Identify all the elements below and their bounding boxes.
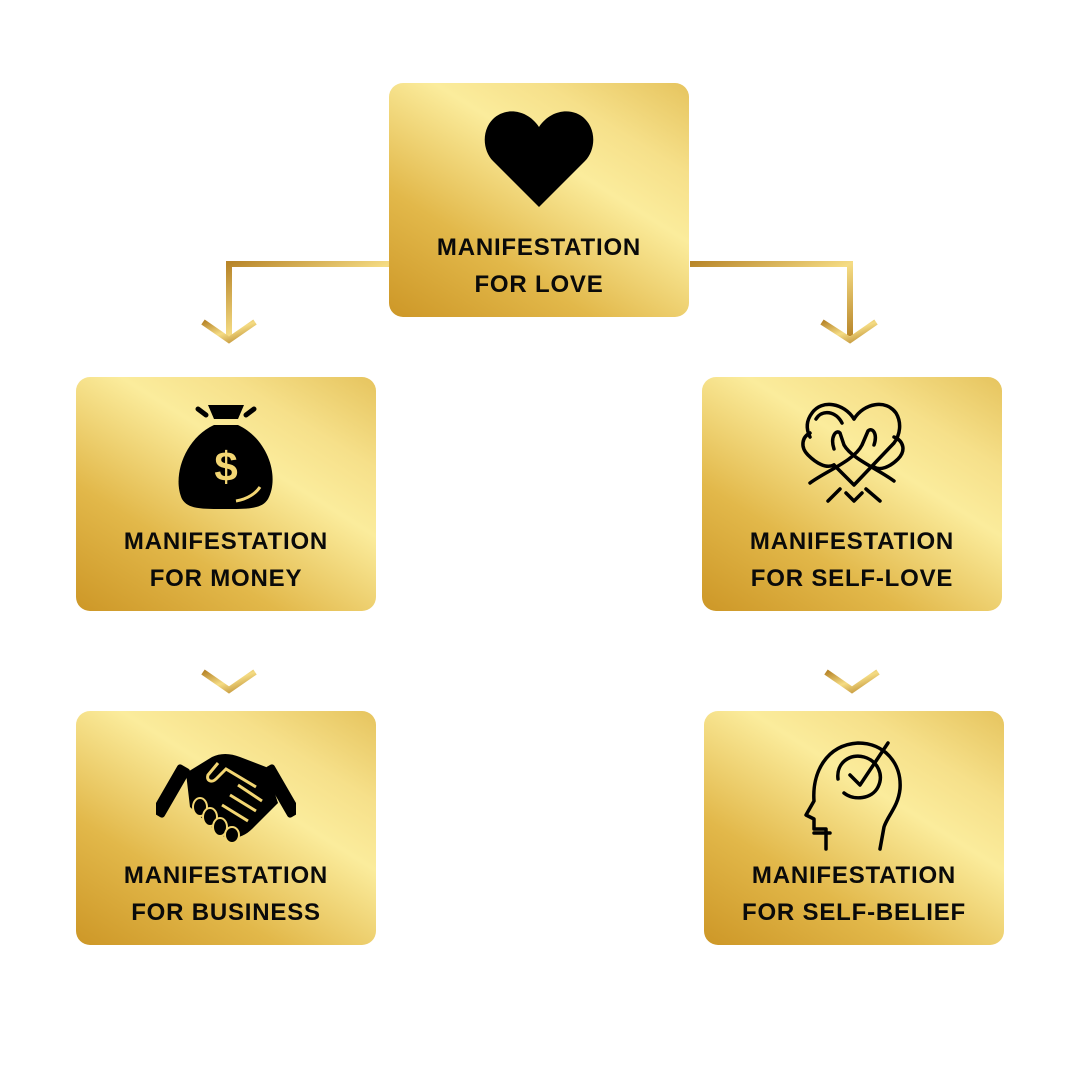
node-love: MANIFESTATION FOR LOVE [389, 83, 689, 317]
arrowhead-money [201, 319, 257, 344]
head-checkmark-icon [804, 741, 902, 851]
heart-icon [484, 111, 594, 207]
node-business: MANIFESTATION FOR BUSINESS [76, 711, 376, 945]
node-label-line1: MANIFESTATION [436, 234, 642, 261]
arrowhead-self-love [820, 319, 878, 344]
node-label-line1: MANIFESTATION [123, 862, 329, 889]
node-money: $ MANIFESTATION FOR MONEY [76, 377, 376, 611]
node-label-line1: MANIFESTATION [123, 528, 329, 555]
connector-love-money [226, 261, 390, 336]
arrowhead-self-belief [824, 669, 880, 694]
hugging-heart-icon [801, 402, 905, 503]
node-label-line1: MANIFESTATION [749, 528, 955, 555]
handshake-icon [156, 754, 296, 844]
node-self-love: MANIFESTATION FOR SELF-LOVE [702, 377, 1002, 611]
node-label-line1: MANIFESTATION [751, 862, 957, 889]
node-label-line2: FOR SELF-LOVE [750, 565, 954, 592]
node-label-line2: FOR BUSINESS [131, 899, 321, 926]
money-bag-icon: $ [178, 405, 273, 509]
node-label-line2: FOR SELF-BELIEF [742, 899, 966, 926]
arrowhead-business [201, 669, 257, 694]
node-label-line2: FOR MONEY [149, 565, 303, 592]
svg-text:$: $ [214, 443, 237, 490]
node-self-belief: MANIFESTATION FOR SELF-BELIEF [704, 711, 1004, 945]
connector-love-self-love [690, 261, 853, 336]
node-label-line2: FOR LOVE [474, 271, 604, 298]
